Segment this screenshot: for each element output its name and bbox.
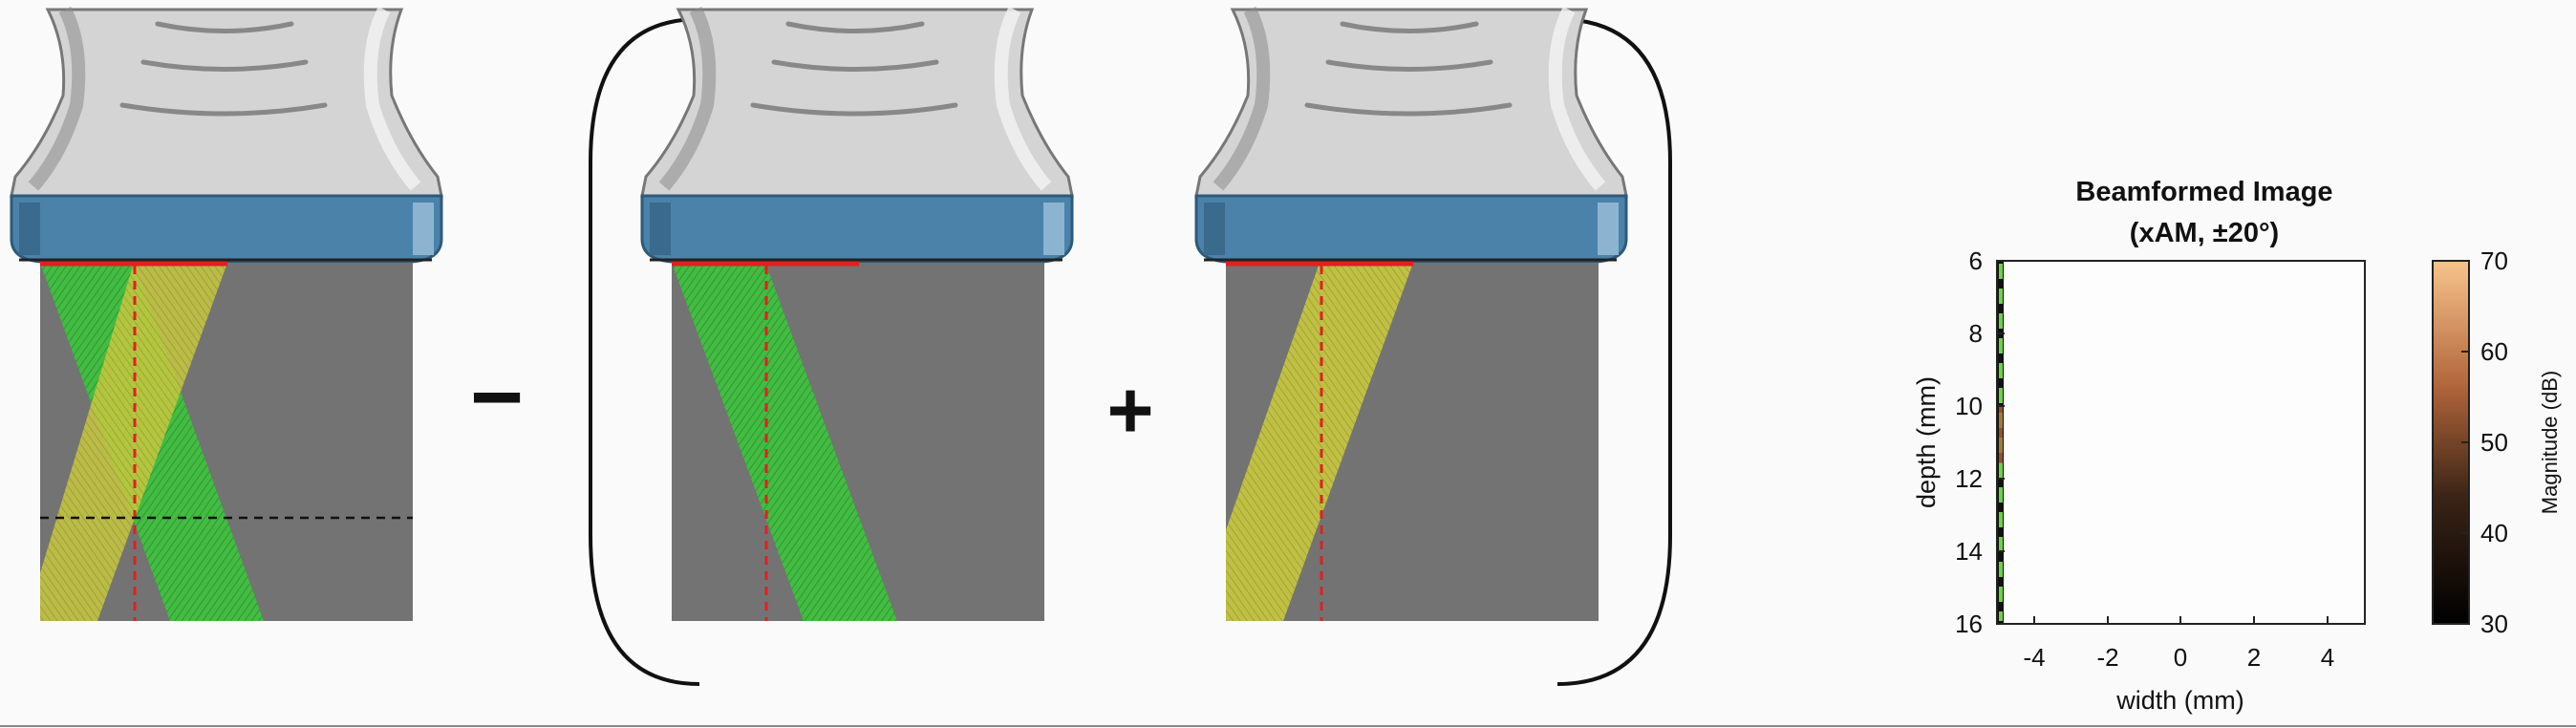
plot-title-line2: (xAM, ±20°) [2130, 218, 2279, 248]
panel-combined [11, 10, 441, 621]
x-axis-label: width (mm) [2115, 686, 2244, 715]
colorbar-tick-label: 40 [2480, 519, 2508, 547]
colorbar-tick-label: 70 [2480, 246, 2508, 275]
plot-title-line1: Beamformed Image [2075, 177, 2332, 207]
minus-operator: − [470, 346, 524, 448]
beam-yellow-3 [1226, 263, 1413, 621]
y-tick-label: 10 [1955, 392, 1983, 420]
beamformed-plot: Beamformed Image (xAM, ±20°) 6 8 10 12 14 16 … [1912, 177, 2562, 715]
plus-operator: + [1106, 365, 1153, 455]
transducer-probe-3 [1196, 10, 1626, 262]
plot-area [1996, 260, 2366, 625]
colorbar-label: Magnitude (dB) [2538, 371, 2562, 514]
colorbar-tick-label: 60 [2480, 337, 2508, 366]
colorbar-tick-label: 30 [2480, 610, 2508, 638]
transducer-probe-2 [642, 10, 1072, 262]
image-hotspot [1999, 406, 2003, 463]
x-tick-label: -4 [2023, 643, 2045, 672]
y-tick-label: 14 [1955, 537, 1983, 566]
y-axis-label: depth (mm) [1912, 376, 1941, 508]
right-parenthesis [1556, 17, 1672, 686]
y-tick-label: 6 [1969, 246, 1983, 275]
x-tick-label: -2 [2096, 643, 2118, 672]
x-tick-label: 2 [2247, 643, 2261, 672]
x-tick-label: 4 [2321, 643, 2334, 672]
beam-green-2 [672, 263, 897, 621]
panel-green-beam [642, 10, 1072, 621]
left-parenthesis [589, 17, 700, 686]
y-axis: 6 8 10 12 14 16 depth (mm) [1912, 246, 2005, 638]
colorbar: 70 60 50 40 30 Magnitude (dB) [2432, 246, 2562, 638]
y-tick-label: 12 [1955, 464, 1983, 493]
x-tick-label: 0 [2174, 643, 2187, 672]
colorbar-tick-label: 50 [2480, 428, 2508, 457]
x-axis: -4 -2 0 2 4 width (mm) [2023, 616, 2334, 715]
y-tick-label: 16 [1955, 610, 1983, 638]
panel-yellow-beam [1196, 10, 1626, 621]
transducer-probe-1 [11, 10, 441, 262]
y-tick-label: 8 [1969, 319, 1983, 348]
